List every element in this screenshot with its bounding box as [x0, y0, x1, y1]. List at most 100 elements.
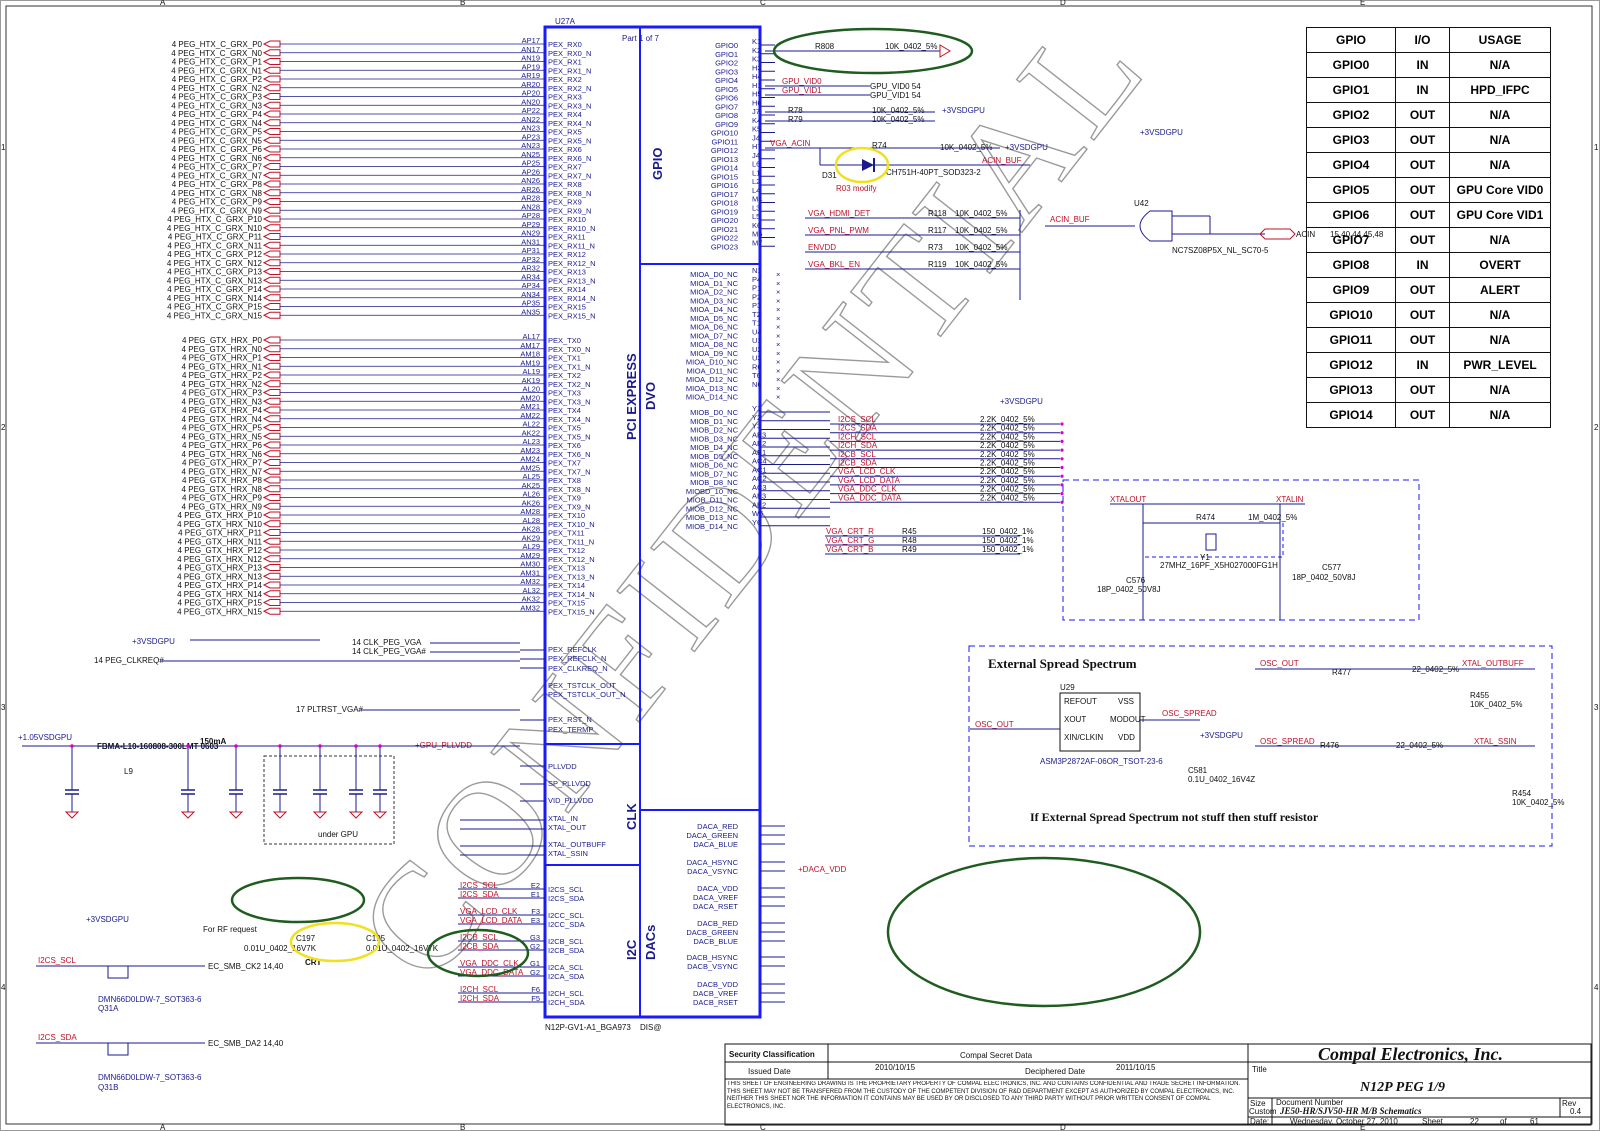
dvo-a-pin: MIOA_D3_NC: [690, 296, 739, 305]
gpio-table-cell: OUT: [1395, 227, 1450, 253]
port-arrow-icon: [262, 336, 281, 344]
dvo-b-pin: MIOB_D7_NC: [690, 469, 739, 478]
ball-label: AN35: [521, 307, 540, 316]
net-label: 4 PEG_GTX_HRX_P6: [182, 441, 263, 450]
net-label: 4 PEG_HTX_C_GRX_P1: [172, 58, 263, 67]
gpio-ball-label: K6: [752, 221, 761, 230]
port-arrow-icon: [262, 467, 281, 475]
gpio-ctrl-ref: R73: [928, 243, 943, 252]
i2c-pull-net: I2CH_SDA: [838, 441, 878, 450]
pin-vid-pllvdd: VID_PLLVDD: [548, 796, 594, 805]
gpio-table-cell: GPU Core VID0: [1449, 177, 1551, 203]
ball-label: AN29: [521, 229, 540, 238]
gpio-ctrl-net: VGA_PNL_PWM: [808, 226, 869, 235]
nc-x-icon: ×: [776, 331, 780, 340]
gpio-pin-label: GPIO2: [715, 59, 738, 68]
net-label: 4 PEG_HTX_C_GRX_N3: [171, 101, 262, 110]
port-arrow-icon: [262, 537, 281, 545]
pin-pex-tstclk-n: PEX_TSTCLK_OUT_N: [548, 690, 626, 699]
pin-label: PEX_TX14: [548, 581, 585, 590]
i2c-pin-label: I2CB_SCL: [548, 937, 583, 946]
i2c-pull-net: VGA_DDC_CLK: [838, 485, 897, 494]
net-label: 4 PEG_GTX_HRX_P9: [182, 494, 263, 503]
dac-pin-label: DACB_VSYNC: [687, 962, 738, 971]
dvo-b-pin: MIOB_D14_NC: [686, 522, 739, 531]
ground-icon: [64, 811, 80, 819]
gpio-pin-label: GPIO5: [715, 85, 738, 94]
c195-ref: C195: [366, 934, 386, 943]
gpio-ctrl-val: 10K_0402_5%: [955, 209, 1008, 218]
d31-ref: D31: [822, 171, 837, 180]
port-arrow-icon: [262, 432, 281, 440]
tb-docnum: JE50-HR/SJV50-HR M/B Schematics: [1279, 1106, 1422, 1116]
rail-3vsdgpu-i2c: +3VSDGPU: [1000, 397, 1043, 406]
i2c-net-label: I2CH_SCL: [460, 985, 499, 994]
ball-label: AL32: [522, 586, 540, 595]
pin-label: PEX_TX15: [548, 599, 585, 608]
net-label: 4 PEG_GTX_HRX_P14: [178, 581, 263, 590]
gpio-pin-label: GPIO0: [715, 41, 738, 50]
u29-ic-body: [1059, 692, 1141, 752]
gpio-table-cell: ALERT: [1449, 277, 1551, 303]
net-label: 4 PEG_GTX_HRX_P1: [182, 354, 263, 363]
port-arrow-icon: [262, 49, 281, 57]
r455-val: 10K_0402_5%: [1470, 700, 1523, 709]
gpio-table-cell: GPIO2: [1306, 102, 1396, 128]
ball-label: AK28: [522, 525, 540, 534]
pin-pex-term: PEX_TERMP: [548, 725, 593, 734]
port-arrow-icon: [262, 397, 281, 405]
port-arrow-icon: [262, 406, 281, 414]
port-arrow-icon: [262, 345, 281, 353]
port-arrow-icon: [262, 424, 281, 431]
gpio-table-cell: GPIO12: [1306, 352, 1396, 378]
gpio-table-cell: OUT: [1395, 202, 1450, 228]
pin-label: PEX_TX5: [548, 424, 581, 433]
dvo-a-ball: T1: [752, 319, 761, 328]
net-label: 4 PEG_GTX_HRX_N4: [182, 415, 263, 424]
pex-misc-block: PEX_REFCLK PEX_REFCLK_N PEX_CLKREQ_N PEX…: [18, 184, 876, 967]
gpio-ctrl-net: VGA_HDMI_DET: [808, 209, 870, 218]
gpio-ball-label: K2: [752, 46, 761, 55]
highlight-d31: [834, 146, 890, 184]
gpio-table-cell: OVERT: [1449, 252, 1551, 278]
dvo-b-ball: AB2: [752, 439, 766, 448]
highlight-r808: [772, 27, 974, 75]
r03-modify-note: R03 modify: [836, 184, 876, 193]
i2c-net-label: I2CB_SCL: [460, 933, 498, 942]
net-gpu-vid0: GPU_VID0: [782, 77, 822, 86]
dvo-a-pin: MIOA_D4_NC: [690, 305, 739, 314]
d31-part: CH751H-40PT_SOD323-2: [886, 168, 981, 177]
ball-label: AL28: [522, 516, 540, 525]
net-label: 4 PEG_HTX_C_GRX_N5: [171, 136, 262, 145]
dvo-b-ball: AC1: [752, 465, 767, 474]
r477-ref: R477: [1332, 668, 1352, 677]
i2c-pin-label: I2CC_SDA: [548, 920, 585, 929]
crt-label: CRT: [305, 958, 322, 967]
dvo-b-ball: AB3: [752, 430, 766, 439]
y1-crystal-icon: [1205, 533, 1217, 551]
c576-ref: C576: [1126, 576, 1146, 585]
gpio-ball-label: M6: [752, 230, 762, 239]
gpio-ctrl-val: 10K_0402_5%: [955, 243, 1008, 252]
i2c-ball-label: E3: [531, 916, 540, 925]
net-label: 4 PEG_GTX_HRX_P12: [178, 546, 263, 555]
gpio-pin-label: GPIO9: [715, 120, 738, 129]
i2c-pin-label: I2CB_SDA: [548, 946, 584, 955]
i2c-ball-label: E2: [531, 881, 540, 890]
nc-x-icon: ×: [776, 314, 780, 323]
port-arrow-icon: [262, 163, 281, 170]
net-xtal-ssin-r: XTAL_SSIN: [1474, 737, 1517, 746]
pin-label: PEX_RX15: [548, 303, 586, 312]
port-arrow-icon: [262, 354, 281, 361]
net-label: 4 PEG_HTX_C_GRX_P14: [167, 285, 262, 294]
gpio-ball-label: H5: [752, 90, 762, 99]
ess-block: External Spread Spectrum U29 REFOUT XOUT…: [968, 645, 1565, 847]
ground-icon: [372, 811, 388, 819]
u29-pin-vdd: VDD: [1118, 733, 1135, 742]
net-label: 4 PEG_HTX_C_GRX_N15: [167, 311, 263, 320]
r78-val: 10K_0402_5%: [872, 106, 925, 115]
